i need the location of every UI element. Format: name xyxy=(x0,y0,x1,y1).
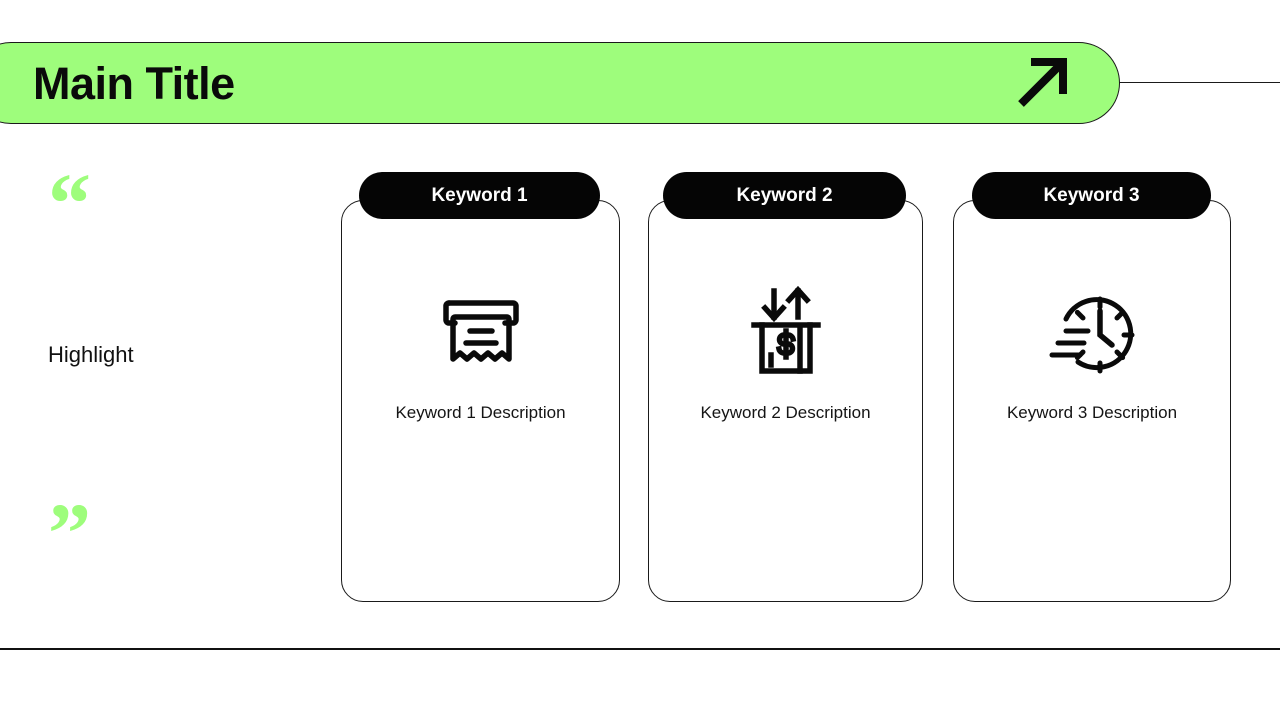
card-pill-label: Keyword 1 xyxy=(431,184,528,206)
footer-rule xyxy=(0,648,1280,650)
quote-close-icon: ” xyxy=(48,485,91,581)
card-icon-slot xyxy=(649,283,922,379)
card-header-pill[interactable]: Keyword 1 xyxy=(359,172,600,219)
card-icon-slot xyxy=(342,283,619,379)
header-banner: Main Title xyxy=(0,42,1120,124)
card-description: Keyword 2 Description xyxy=(700,403,871,422)
receipt-invoice-icon xyxy=(433,283,529,379)
page-title: Main Title xyxy=(33,57,235,109)
cash-flow-dollar-icon xyxy=(738,283,834,379)
card-description: Keyword 1 Description xyxy=(395,403,566,422)
card-pill-label: Keyword 2 xyxy=(736,184,833,206)
card-header-pill[interactable]: Keyword 2 xyxy=(663,172,906,219)
highlight-label: Highlight xyxy=(48,342,134,367)
card-icon-slot xyxy=(954,283,1230,379)
card-pill-label: Keyword 3 xyxy=(1043,184,1140,206)
quote-open-icon: “ xyxy=(48,155,91,251)
keyword-card[interactable]: Keyword 3 Description xyxy=(953,200,1231,602)
highlight-column: “ Highlight ” xyxy=(48,160,298,580)
keyword-card[interactable]: Keyword 2 Description xyxy=(648,200,923,602)
card-description: Keyword 3 Description xyxy=(1006,403,1178,422)
keyword-card[interactable]: Keyword 1 Description xyxy=(341,200,620,602)
arrow-up-right-icon[interactable] xyxy=(1013,54,1071,112)
fast-clock-icon xyxy=(1044,283,1140,379)
card-header-pill[interactable]: Keyword 3 xyxy=(972,172,1211,219)
